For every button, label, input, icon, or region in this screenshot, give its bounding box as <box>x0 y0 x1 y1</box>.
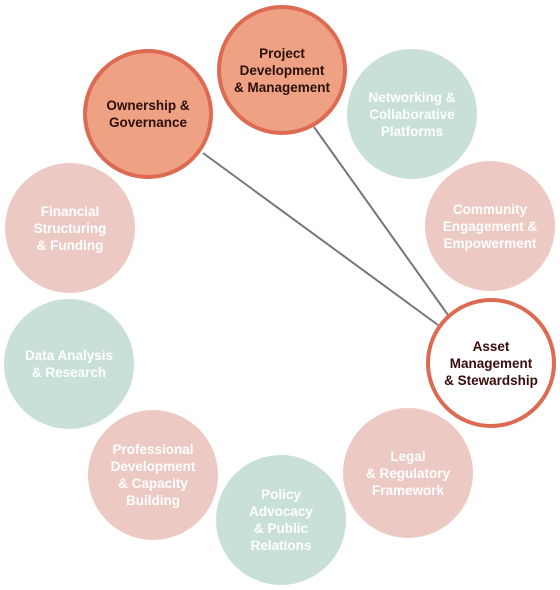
node-label: Ownership & Governance <box>106 98 190 130</box>
node-project-development[interactable]: Project Development & Management <box>217 5 347 135</box>
center-label: Asset Management & Stewardship <box>444 338 538 388</box>
connector-project-to-center <box>313 126 449 316</box>
node-label: Legal & Regulatory Framework <box>365 448 450 498</box>
connector-ownership-to-center <box>202 152 439 326</box>
node-label: Policy Advocacy & Public Relations <box>249 487 313 553</box>
node-networking-platforms[interactable]: Networking & Collaborative Platforms <box>347 49 477 179</box>
node-label: Community Engagement & Empowerment <box>442 201 538 251</box>
node-community-engagement[interactable]: Community Engagement & Empowerment <box>425 161 555 291</box>
node-label: Professional Development & Capacity Buil… <box>110 442 196 508</box>
node-ownership-governance[interactable]: Ownership & Governance <box>83 49 213 179</box>
node-policy-advocacy[interactable]: Policy Advocacy & Public Relations <box>216 455 346 585</box>
node-data-analysis[interactable]: Data Analysis & Research <box>4 299 134 429</box>
node-label: Data Analysis & Research <box>24 348 114 380</box>
node-professional-development[interactable]: Professional Development & Capacity Buil… <box>88 410 218 540</box>
node-financial-structuring[interactable]: Financial Structuring & Funding <box>5 163 135 293</box>
node-label: Networking & Collaborative Platforms <box>368 89 456 139</box>
node-label: Project Development & Management <box>233 45 331 95</box>
node-asset-management-center[interactable]: Asset Management & Stewardship <box>426 298 556 428</box>
node-label: Financial Structuring & Funding <box>33 203 107 253</box>
node-legal-framework[interactable]: Legal & Regulatory Framework <box>343 408 473 538</box>
